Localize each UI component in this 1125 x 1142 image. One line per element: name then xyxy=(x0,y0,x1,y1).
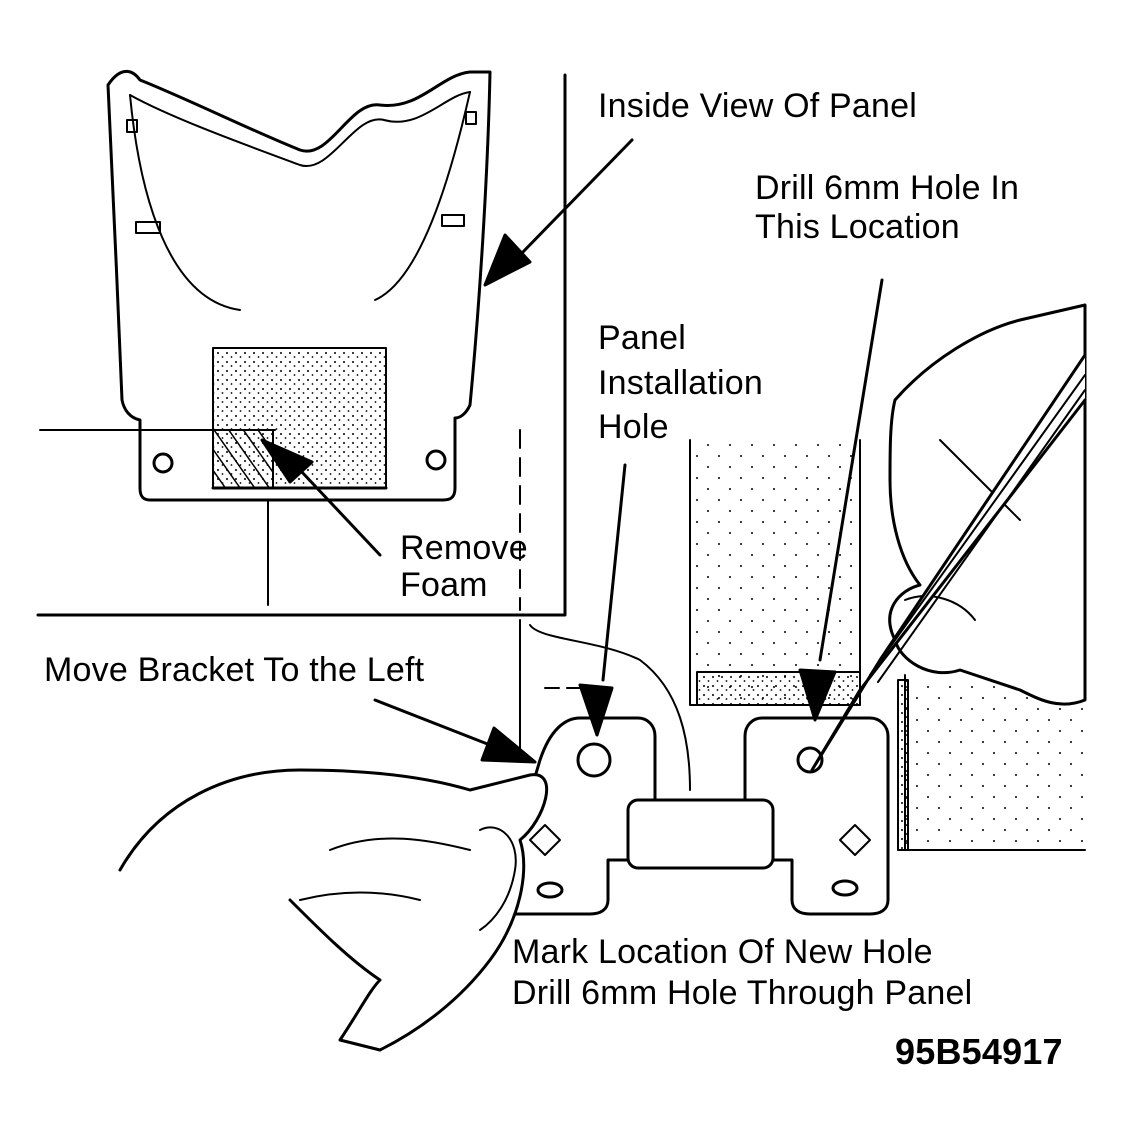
figure-code: 95B54917 xyxy=(895,1031,1063,1072)
callout-remove-foam: Remove Foam xyxy=(400,530,528,603)
bracket xyxy=(496,716,890,916)
left-hand xyxy=(118,768,549,1052)
callout-mark-location-line-2: Drill 6mm Hole Through Panel xyxy=(512,973,973,1012)
callout-move-bracket: Move Bracket To the Left xyxy=(44,651,425,689)
callout-installation-hole-line-2: Installation xyxy=(598,363,763,402)
callout-remove-foam-line-2: Foam xyxy=(400,565,488,604)
panel-inside-view xyxy=(39,69,492,606)
arrowhead-move-bracket xyxy=(480,726,537,764)
arrowhead-inside-view xyxy=(483,233,532,287)
callout-remove-foam-line-1: Remove xyxy=(400,529,528,567)
arrowhead-drill-location xyxy=(798,668,837,722)
callout-installation-hole: Panel Installation Hole xyxy=(598,320,763,446)
callout-installation-hole-line-1: Panel xyxy=(598,319,686,357)
callout-drill-location: Drill 6mm Hole In This Location xyxy=(755,170,1019,245)
right-hand-pencil xyxy=(810,303,1087,772)
callout-drill-location-line-2: This Location xyxy=(755,207,960,246)
callout-mark-location: Mark Location Of New Hole Drill 6mm Hole… xyxy=(512,934,972,1011)
callout-installation-hole-line-3: Hole xyxy=(598,408,669,447)
callout-inside-view: Inside View Of Panel xyxy=(598,87,917,125)
leader-arrows xyxy=(260,138,884,764)
arrowhead-remove-foam xyxy=(260,438,314,484)
inset-frame xyxy=(36,73,567,617)
callout-drill-location-line-1: Drill 6mm Hole In xyxy=(755,169,1020,207)
foam-block xyxy=(689,439,1086,851)
arrowhead-installation-hole xyxy=(578,683,614,737)
callout-mark-location-line-1: Mark Location Of New Hole xyxy=(512,933,933,971)
